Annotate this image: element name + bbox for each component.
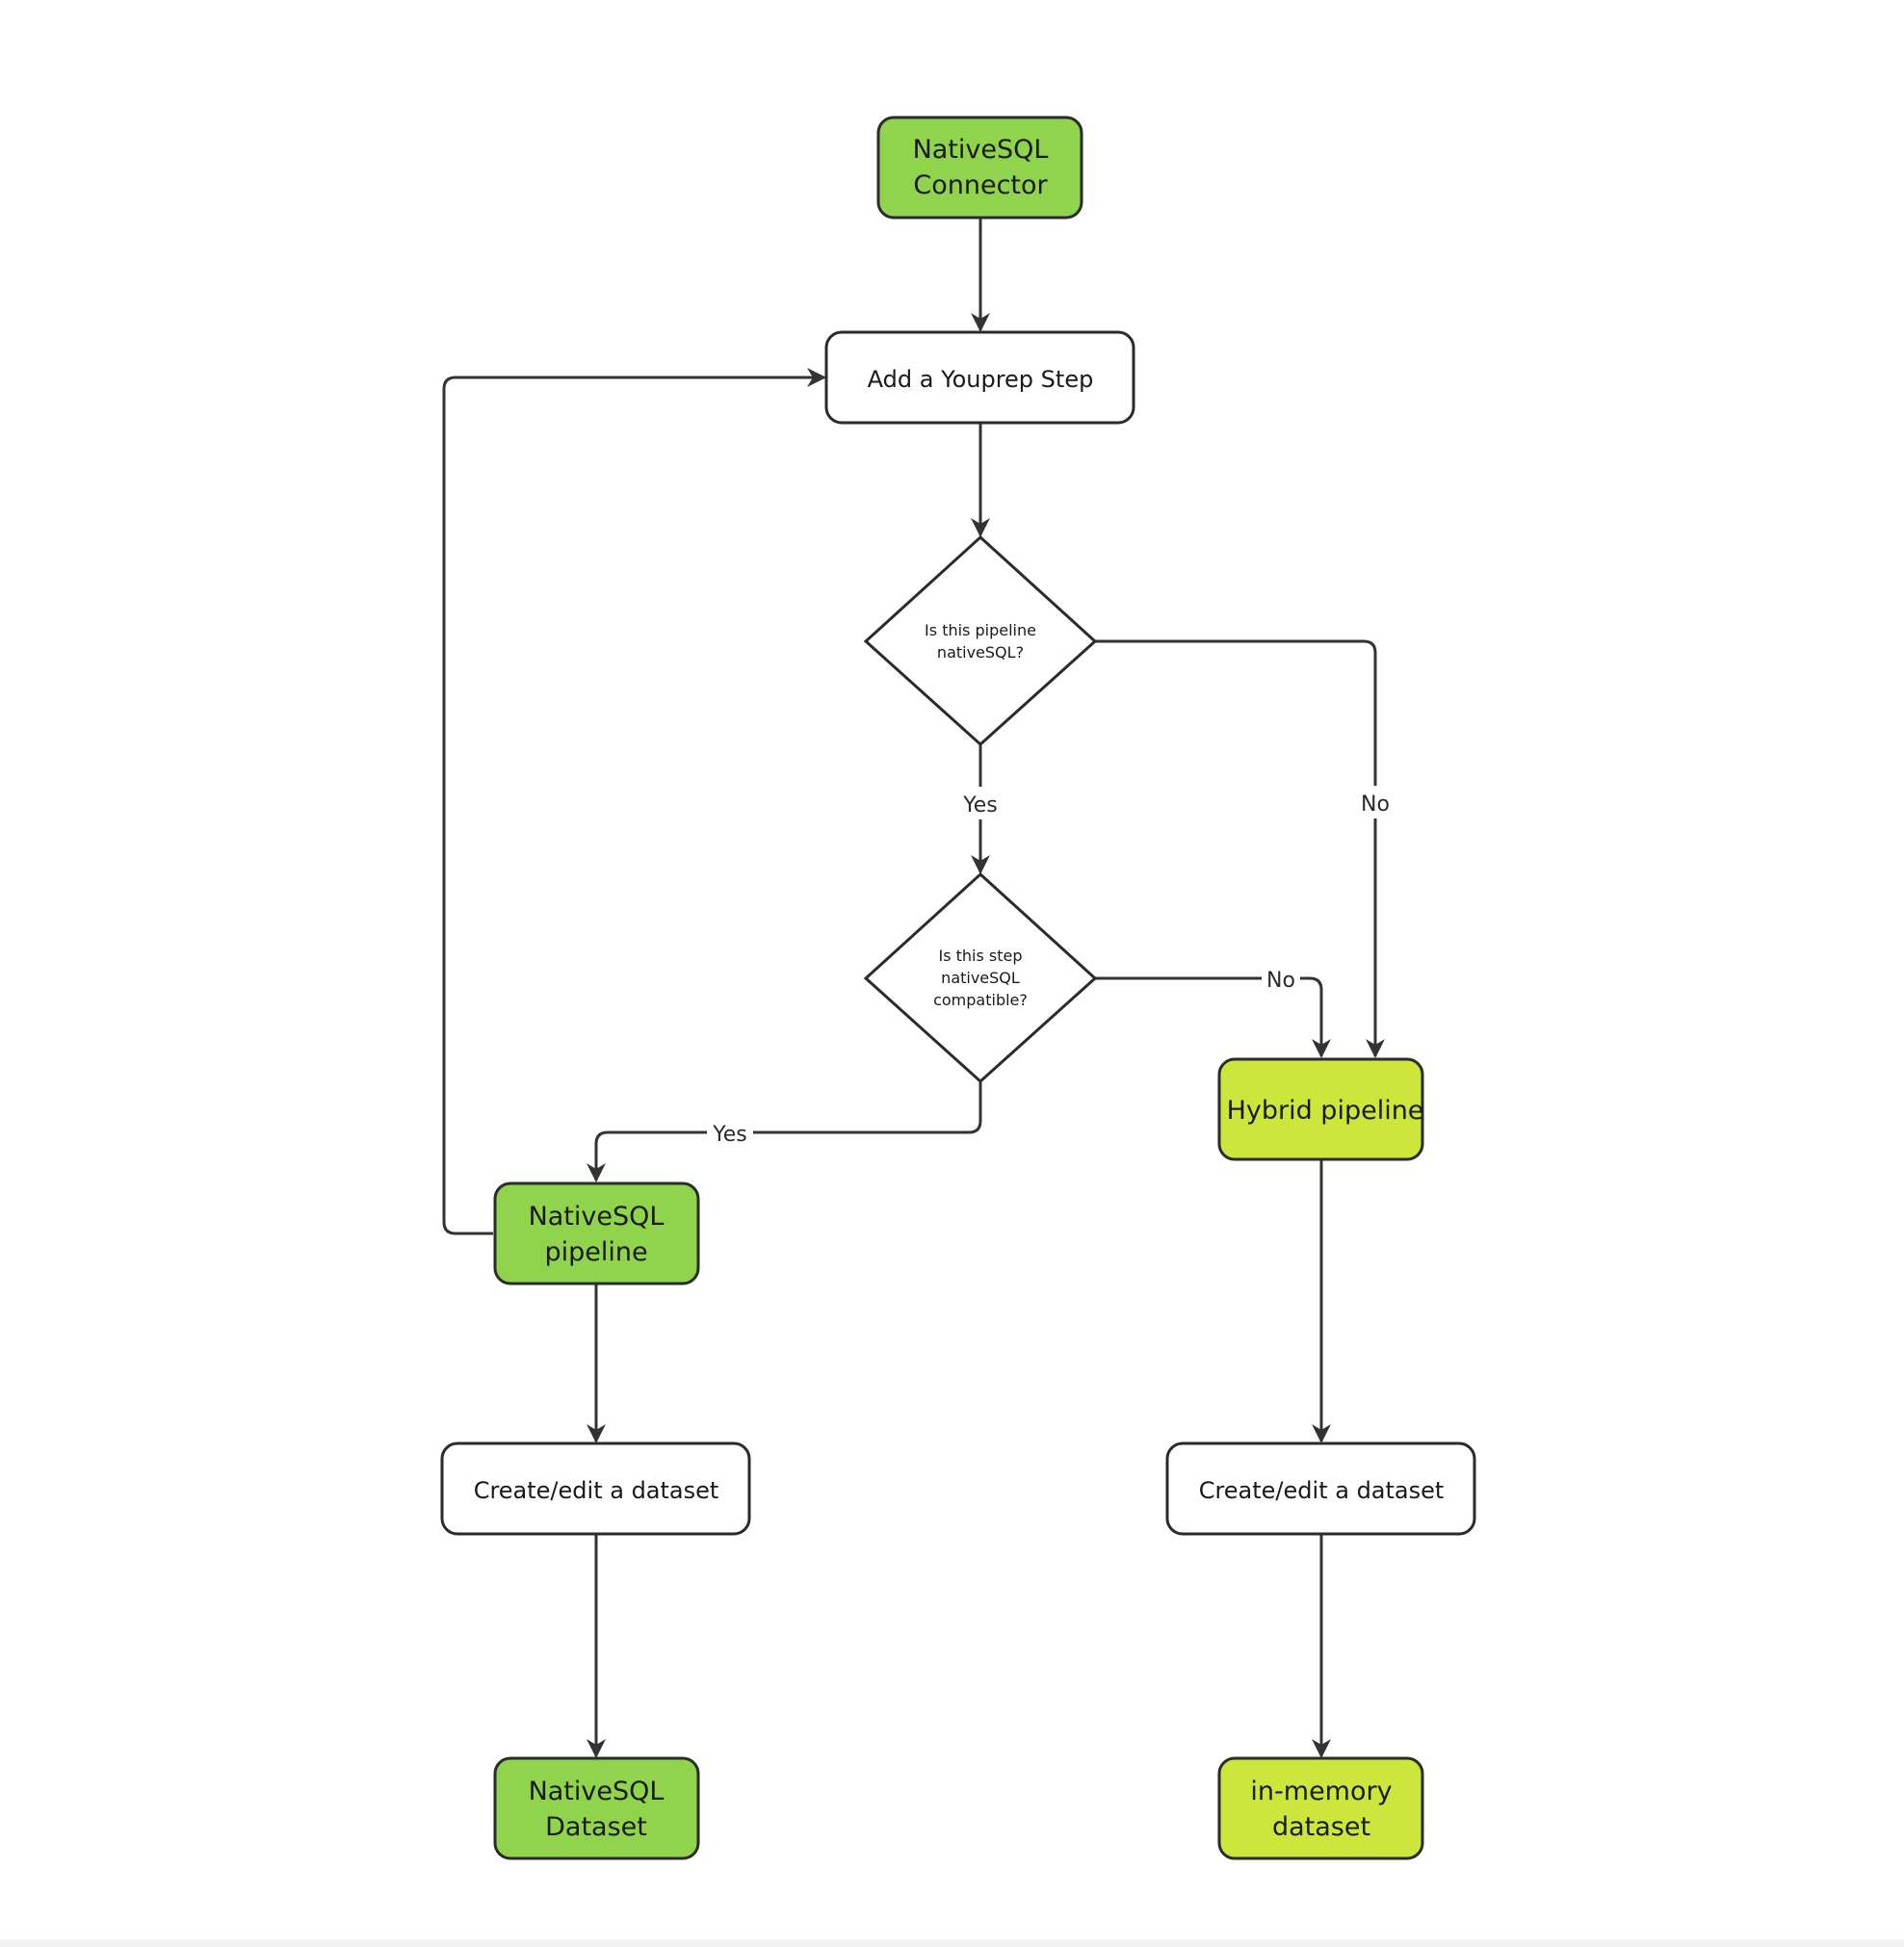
node-label: dataset: [1272, 1812, 1370, 1842]
edge-label-no-step: No: [1266, 969, 1295, 993]
edge-label-bg: [957, 787, 1004, 819]
node-label: compatible?: [933, 991, 1028, 1009]
edge-label-yes-pipeline: Yes: [962, 793, 998, 818]
edge-decision-pipeline-no: [1095, 639, 1385, 1058]
node-nativesql-pipeline: NativeSQL pipeline: [493, 1181, 700, 1285]
node-add-youprep-step: Add a Youprep Step: [824, 330, 1135, 425]
node-label: NativeSQL: [913, 135, 1049, 165]
node-label: Hybrid pipeline: [1227, 1096, 1424, 1126]
node-decision-step-compatible: Is this step nativeSQL compatible?: [863, 871, 1098, 1084]
node-hybrid-pipeline: Hybrid pipeline: [1217, 1057, 1424, 1161]
node-label: Add a Youprep Step: [868, 366, 1094, 393]
node-nativesql-connector: NativeSQL Connector: [876, 116, 1083, 220]
edge-loop-back-to-add-step: [442, 368, 826, 1235]
node-nativesql-dataset: NativeSQL Dataset: [493, 1756, 700, 1860]
node-create-dataset-left: Create/edit a dataset: [440, 1441, 751, 1536]
node-label: NativeSQL: [529, 1202, 665, 1232]
edge-label-bg: [707, 1116, 753, 1149]
edge-label-bg: [1262, 962, 1300, 995]
node-label: Is this step: [938, 947, 1022, 965]
node-label: NativeSQL: [529, 1777, 665, 1806]
edge-decision-step-yes: [587, 1082, 982, 1182]
node-label: Create/edit a dataset: [474, 1477, 719, 1504]
node-label: pipeline: [544, 1237, 647, 1267]
node-label: nativeSQL?: [937, 643, 1024, 662]
edge-decision-step-no: [1095, 976, 1331, 1058]
node-label: Create/edit a dataset: [1199, 1477, 1445, 1504]
node-decision-pipeline-nativesql: Is this pipeline nativeSQL?: [863, 534, 1098, 747]
node-label: Connector: [913, 170, 1048, 200]
edge-label-bg: [1356, 786, 1395, 818]
node-label: nativeSQL: [941, 969, 1020, 987]
node-inmemory-dataset: in-memory dataset: [1217, 1756, 1424, 1860]
node-label: Dataset: [545, 1812, 647, 1842]
node-label: in-memory: [1250, 1777, 1392, 1806]
bottom-band: [0, 1939, 1904, 1947]
edge-label-no-pipeline: No: [1361, 792, 1390, 817]
node-label: Is this pipeline: [925, 621, 1036, 639]
edge-label-yes-step: Yes: [712, 1123, 747, 1147]
node-create-dataset-right: Create/edit a dataset: [1165, 1441, 1476, 1536]
